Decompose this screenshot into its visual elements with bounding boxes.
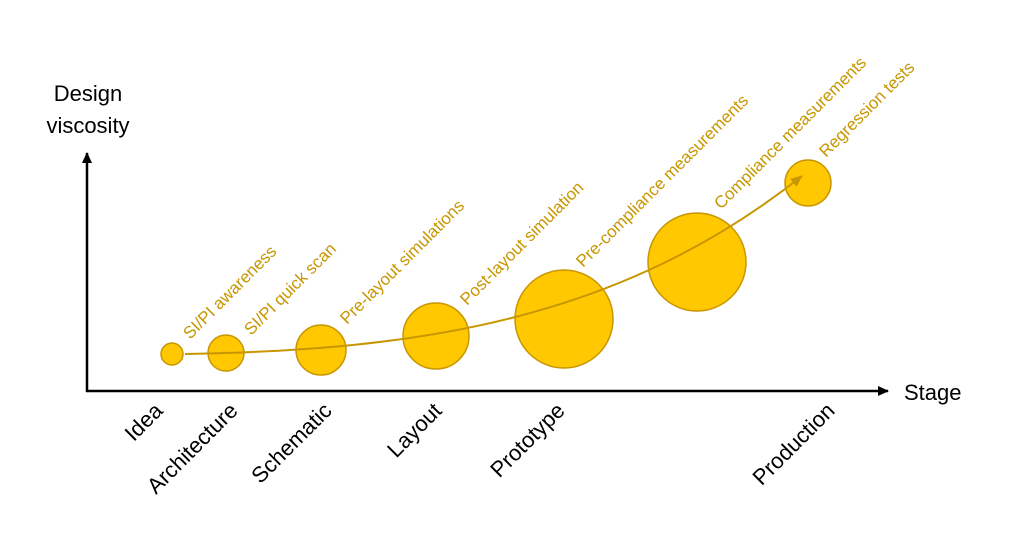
- activity-label-si-pi-awareness: SI/PI awareness: [179, 242, 280, 343]
- x-axis-title: Stage: [904, 380, 962, 405]
- bubble-post-layout-simulation: [402, 302, 470, 370]
- bubble-regression-tests: [784, 159, 832, 207]
- bubble-si-pi-awareness: [160, 342, 184, 366]
- bubble-pre-compliance-measurements: [514, 269, 614, 369]
- y-axis-title-line1: Design: [54, 81, 122, 106]
- stage-label-prototype: Prototype: [485, 398, 569, 482]
- viscosity-trend-arrow: [184, 175, 803, 355]
- bubble-compliance-measurements: [647, 212, 747, 312]
- stage-label-idea: Idea: [120, 397, 168, 445]
- stage-label-layout: Layout: [382, 398, 446, 462]
- activity-label-regression-tests: Regression tests: [815, 58, 918, 161]
- stage-label-production: Production: [747, 398, 839, 490]
- y-axis-title-line2: viscosity: [46, 113, 129, 138]
- stage-label-schematic: Schematic: [246, 398, 336, 488]
